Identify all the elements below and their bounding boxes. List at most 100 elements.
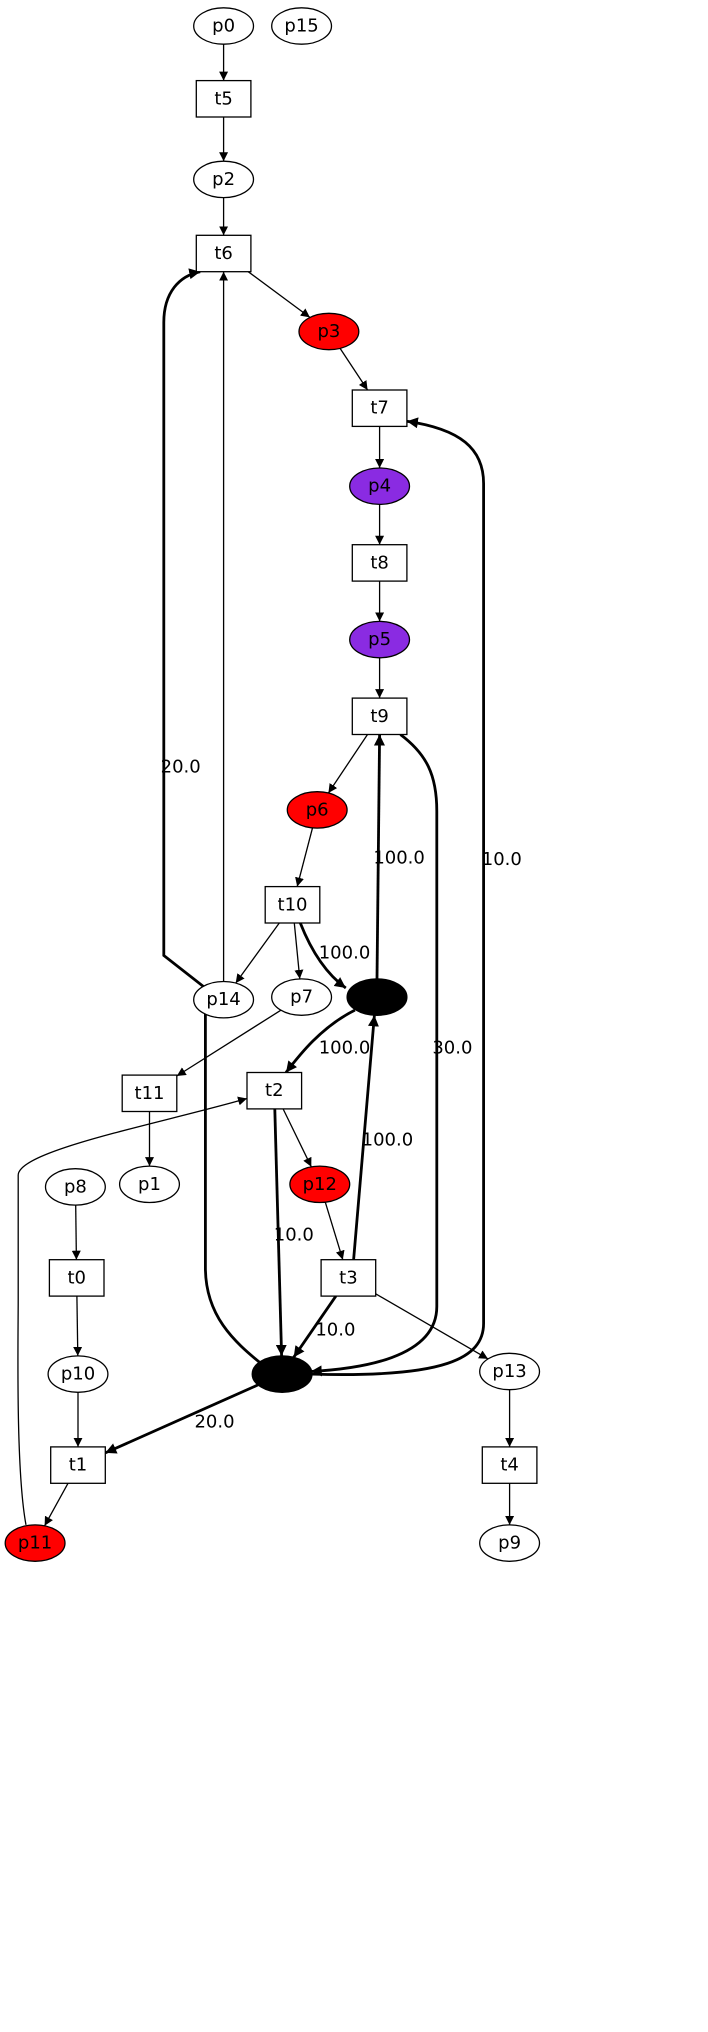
place-hubB [251,1355,313,1393]
place-label: p5 [368,629,391,650]
place-label: p15 [284,16,318,37]
transition-label: t4 [500,1455,519,1476]
place-label: p13 [492,1361,526,1382]
transition-t8: t8 [351,544,408,582]
place-p3: p3 [298,312,360,351]
place-label: p3 [317,321,340,342]
place-p14: p14 [193,980,255,1019]
arc-weight-label: 30.0 [432,1037,472,1058]
place-shape [298,312,360,351]
arc-weight-label: 10.0 [482,849,522,870]
place-label: p11 [18,1533,52,1554]
arc-t10-to-hubA [298,922,347,990]
arc-t9-to-p6 [327,734,369,794]
transition-box [50,1446,106,1484]
place-shape [346,978,408,1016]
place-p1: p1 [118,1165,181,1204]
arc-p7-to-t11 [176,1009,282,1077]
place-p6: p6 [286,791,348,829]
place-shape [4,1524,66,1562]
arc-t2-to-p12 [282,1108,312,1168]
arc-p8-to-t0 [71,1205,81,1260]
place-p13: p13 [479,1352,541,1391]
place-label: p6 [306,799,329,820]
arc-t3-to-hubA [352,1015,379,1260]
transition-box [48,1259,105,1297]
arc-t3-to-hubB [292,1295,338,1359]
place-shape [118,1165,181,1204]
arc-p12-to-t3 [324,1202,345,1260]
transition-label: t9 [370,706,389,727]
transition-box [481,1446,538,1484]
transition-box [351,389,408,428]
place-label: p0 [212,16,235,37]
place-p8: p8 [44,1168,106,1206]
transition-label: t11 [135,1083,165,1104]
place-p7: p7 [271,978,333,1016]
transition-label: t7 [370,398,389,419]
transition-box [195,79,252,118]
arc-p6-to-t10 [295,827,314,887]
transition-box [195,234,252,273]
edges-layer [17,44,515,1527]
arc-weight-label: 100.0 [319,942,371,963]
place-label: p8 [64,1176,87,1197]
arc-t10-to-p14 [235,922,280,984]
transition-t11: t11 [121,1074,178,1113]
arc-p3-to-t7 [339,348,369,391]
transition-t7: t7 [351,389,408,428]
transition-box [351,544,408,582]
arc-hubB-to-t7 [311,417,485,1376]
arc-hubB-to-t1 [104,1383,259,1455]
arc-weight-label: 10.0 [274,1225,314,1246]
arc-weight-label: 20.0 [194,1412,234,1433]
place-shape [47,1355,109,1393]
arc-t0-to-p10 [73,1296,83,1356]
place-p12: p12 [289,1165,351,1204]
place-shape [271,978,333,1016]
arc-t6-to-p3 [247,271,311,318]
arc-t1-to-p11 [44,1482,69,1527]
place-label: p10 [61,1364,95,1385]
transition-box [121,1074,178,1113]
transition-label: t3 [339,1267,358,1288]
transition-label: t10 [278,894,308,915]
place-label: p12 [303,1174,337,1195]
place-p11: p11 [4,1524,66,1562]
place-shape [271,7,333,45]
edge-labels-layer: 100.0100.0100.010.0100.010.030.020.010.0… [161,757,522,1433]
place-p0: p0 [193,7,255,45]
arc-hubB-to-t6 [162,268,263,1365]
transition-label: t0 [67,1267,86,1288]
transition-box [246,1071,303,1110]
place-shape [193,980,255,1019]
transition-t5: t5 [195,79,252,118]
transition-label: t6 [214,243,233,264]
arc-hubA-to-t9 [373,734,385,979]
arc-hubA-to-t2 [284,1008,356,1074]
transition-label: t1 [69,1455,88,1476]
arc-t9-to-hubB [310,733,439,1377]
arc-t10-to-p7 [293,922,304,979]
transition-t9: t9 [351,697,408,736]
place-p9: p9 [479,1524,541,1562]
transition-t0: t0 [48,1259,105,1297]
place-p2: p2 [193,160,255,199]
place-hubA [346,978,408,1016]
transition-t10: t10 [264,885,321,924]
place-shape [44,1168,106,1206]
transition-box [351,697,408,736]
place-shape [289,1165,351,1204]
place-p15: p15 [271,7,333,45]
transition-t1: t1 [50,1446,106,1484]
transition-t6: t6 [195,234,252,273]
place-p10: p10 [47,1355,109,1393]
arc-weight-label: 10.0 [315,1319,355,1340]
place-shape [286,791,348,829]
place-shape [349,467,411,506]
transition-box [264,885,321,924]
place-shape [193,7,255,45]
place-label: p2 [212,169,235,190]
arc-weight-label: 20.0 [161,757,201,778]
place-label: p7 [290,987,313,1008]
